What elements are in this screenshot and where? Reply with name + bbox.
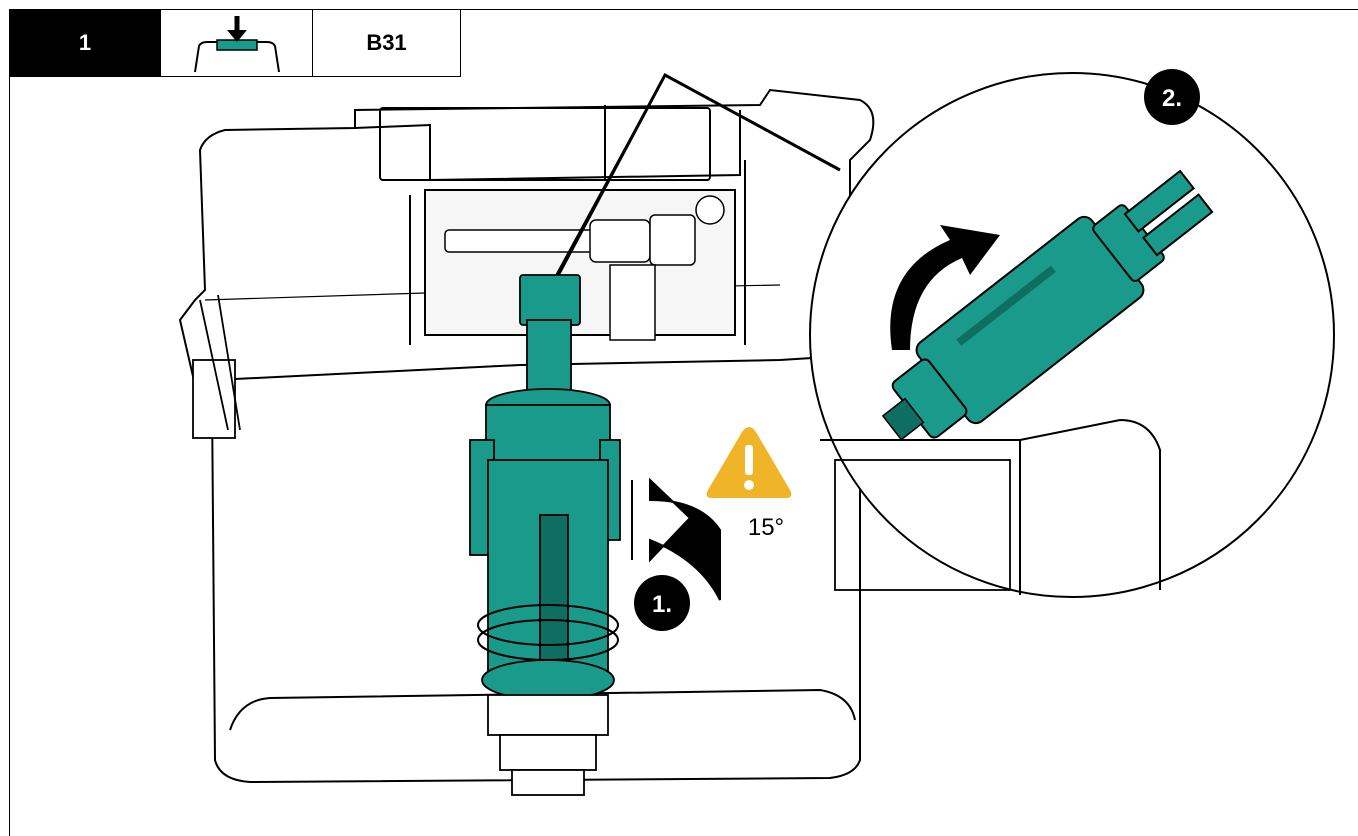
- side-bracket: [192, 294, 241, 439]
- flush-button-press-icon: [161, 9, 313, 77]
- step-2-label: 2.: [1162, 85, 1182, 112]
- detail-zoom-circle: 2.: [809, 69, 1335, 598]
- step-number: 1: [9, 9, 161, 77]
- step-header: 1 B31: [9, 9, 461, 77]
- warning-triangle-icon: [706, 427, 792, 498]
- fill-valve: [444, 195, 725, 341]
- rotation-arrow-1: [631, 477, 721, 601]
- page-frame: [9, 9, 1358, 836]
- flush-valve: [469, 274, 621, 796]
- leader-lines: [539, 72, 841, 306]
- step-1-badge: 1.: [634, 575, 690, 631]
- step-1-label: 1.: [652, 591, 672, 618]
- angle-label: 15°: [748, 514, 784, 541]
- model-code: B31: [313, 9, 461, 77]
- cistern-opening: [354, 105, 746, 345]
